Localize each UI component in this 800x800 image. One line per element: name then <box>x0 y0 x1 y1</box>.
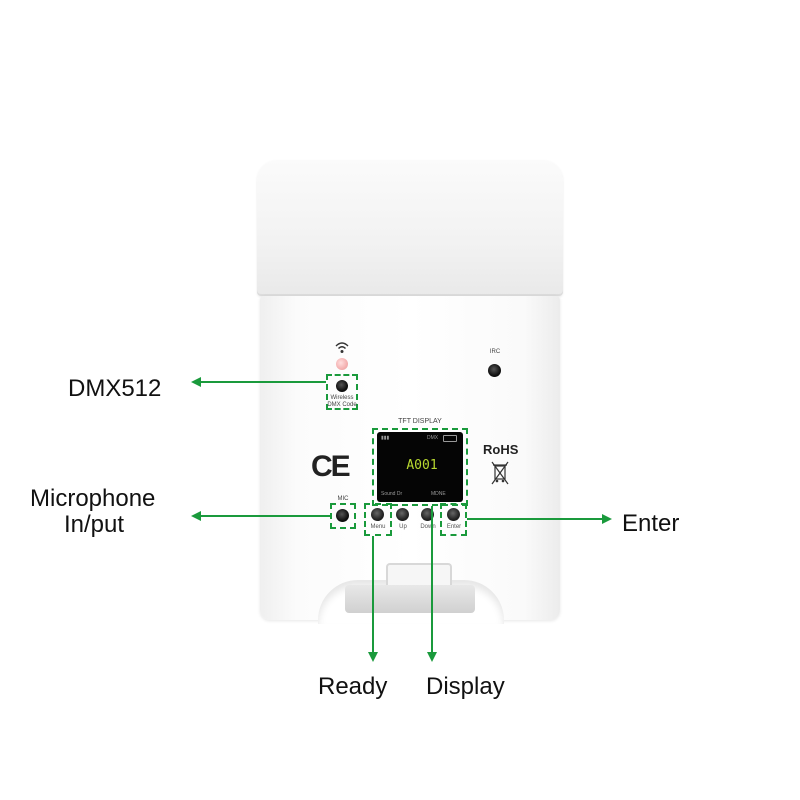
dmx-highlight-box <box>326 374 358 410</box>
menu-highlight-box <box>364 503 392 536</box>
screen-signal-icon: ▮▮▮ <box>381 435 390 441</box>
dmx512-callout: DMX512 <box>68 375 162 402</box>
wireless-label-line2: DMX Code <box>327 402 357 408</box>
enter-callout: Enter <box>622 510 680 537</box>
tft-display-label: TFT DISPLAY <box>398 418 442 425</box>
mic-label: MIC <box>337 496 349 502</box>
wifi-icon <box>335 342 349 353</box>
display-highlight-box <box>372 428 468 506</box>
mic-port[interactable] <box>336 509 349 522</box>
irc-label: IRC <box>489 349 501 355</box>
tft-screen: ▮▮▮ DMX A001 Sound Dr MDNE <box>377 432 463 502</box>
microphone-callout-line2: In/put <box>64 511 125 538</box>
up-button[interactable] <box>396 508 409 521</box>
ce-mark: CE <box>311 450 351 483</box>
down-button[interactable] <box>421 508 434 521</box>
wireless-dmx-button[interactable] <box>336 380 348 392</box>
display-callout: Display <box>426 673 505 700</box>
device-stand <box>345 585 475 613</box>
weee-bin-icon <box>491 461 509 485</box>
microphone-callout-line1: Microphone <box>30 485 156 512</box>
ready-callout: Ready <box>318 673 388 700</box>
enter-highlight-box <box>440 503 467 536</box>
microphone-callout: Microphone In/put <box>30 486 155 538</box>
up-button-label: Up <box>399 524 407 530</box>
menu-button[interactable] <box>371 508 384 521</box>
wireless-label-line1: Wireless <box>330 395 354 401</box>
irc-sensor <box>488 364 501 377</box>
wireless-dmx-label: Wireless DMX Code <box>322 395 362 409</box>
screen-bottom-right: MDNE <box>431 491 446 497</box>
menu-button-label: Menu <box>370 524 386 530</box>
screen-main-text: A001 <box>406 458 438 473</box>
screen-top-right: DMX <box>427 435 439 441</box>
device-lid <box>257 160 563 296</box>
indicator-led <box>336 358 348 370</box>
stand-handle <box>386 563 452 587</box>
enter-button[interactable] <box>447 508 460 521</box>
mic-highlight-box <box>330 503 356 529</box>
screen-bottom-left: Sound Dr <box>381 491 403 497</box>
screen-battery-icon <box>443 435 457 442</box>
down-button-label: Down <box>420 524 436 530</box>
rohs-mark: RoHS <box>483 442 519 457</box>
enter-button-label: Enter <box>446 524 462 530</box>
